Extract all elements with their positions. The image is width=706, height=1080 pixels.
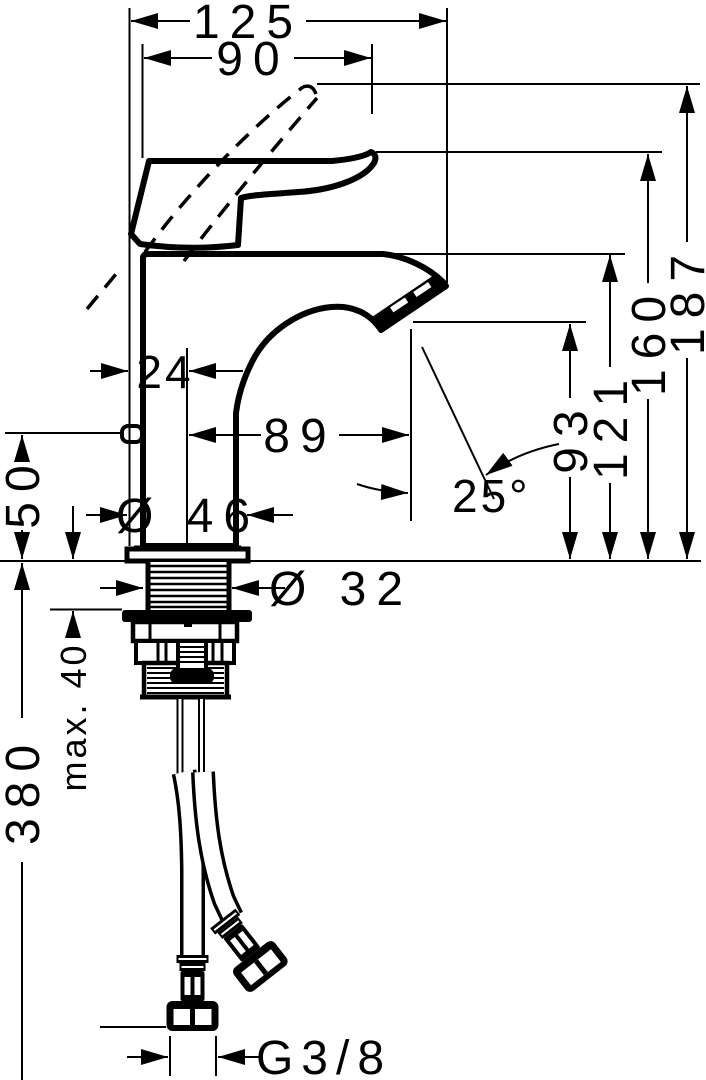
stud-t-screw: [170, 668, 214, 684]
dimension-lines: [13, 12, 695, 1080]
lever-raised-dashed: [85, 84, 319, 311]
raised-lever-tip: [302, 84, 319, 99]
dim-125-label: 125: [193, 0, 303, 49]
hose-connector-right: [202, 902, 291, 995]
faucet-body: [85, 84, 449, 564]
raised-lever-upper-edge: [143, 85, 305, 254]
hose-connector-left: [166, 955, 219, 1031]
dim-93-label: 93: [545, 400, 598, 473]
dim-g38-label: G3/8: [256, 1032, 392, 1080]
body-spout-outline: [140, 251, 449, 549]
lever-handle: [128, 149, 379, 251]
supply-hoses: [166, 699, 291, 1031]
left-hose-inner: [175, 770, 202, 960]
aerator-slot-1: [413, 282, 432, 297]
nut-slot-dividers: [156, 643, 224, 661]
right-hose-inner: [194, 771, 240, 921]
raised-lever-back-edge: [85, 266, 123, 311]
dim-32-label: Ø 32: [269, 563, 413, 616]
aerator-slot-2: [390, 297, 409, 313]
dim-50-label: 50: [0, 455, 50, 528]
nut-top-clip: [184, 620, 192, 627]
nut-upper-tabs: [148, 624, 222, 639]
escutcheon-plate: [124, 546, 251, 564]
mounting-hardware: [122, 562, 252, 700]
angle-leader-left: [356, 483, 409, 501]
dim-160-label: 160: [623, 286, 676, 396]
raised-lever-lower-edge: [182, 96, 319, 263]
outlet-angle-line: [421, 346, 495, 500]
shank-walls: [145, 562, 232, 610]
dim-380-label: 380: [0, 735, 50, 845]
dim-187-label: 187: [662, 245, 706, 355]
shank-thread-lines: [150, 564, 227, 609]
mounting-flange: [122, 610, 252, 622]
reference-lines: [0, 8, 701, 1076]
dim-24-label: 24: [136, 346, 193, 398]
dim-25deg-label: 25°: [452, 470, 531, 522]
dim-90-label: 90: [216, 33, 289, 86]
stud-thread-lines: [180, 646, 204, 663]
body-pin: [120, 424, 144, 444]
dim-max40-label: max. 40: [53, 642, 94, 791]
dim-121-label: 121: [585, 370, 638, 480]
angle-leader-right: [485, 443, 560, 476]
dim-46-label: Ø 46: [116, 490, 260, 543]
dim-89-label: 89: [263, 410, 336, 463]
